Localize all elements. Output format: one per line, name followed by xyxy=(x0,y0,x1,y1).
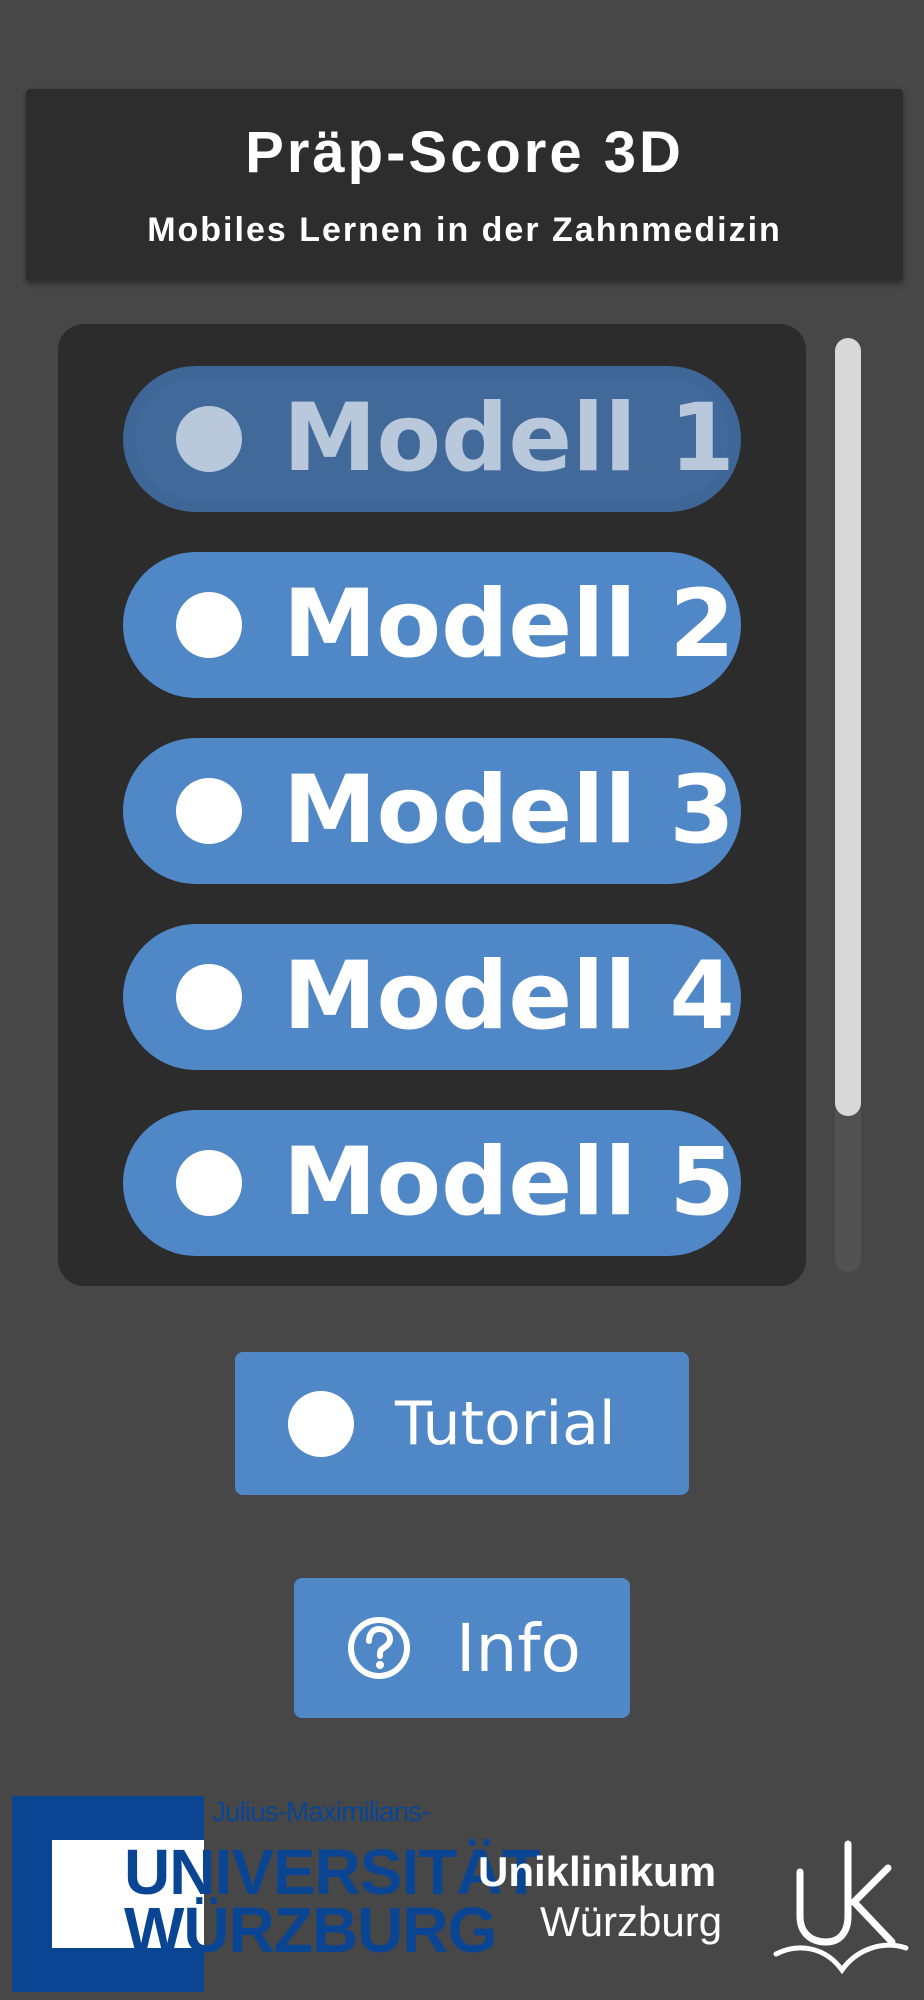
radio-dot-icon xyxy=(176,778,242,844)
info-label: Info xyxy=(456,1610,581,1687)
model-label: Modell 3 xyxy=(283,756,735,865)
model-label: Modell 4 xyxy=(283,942,735,1051)
tutorial-label: Tutorial xyxy=(395,1389,616,1459)
university-logo-line2: WÜRZBURG xyxy=(124,1894,497,1966)
clinic-logo-line1: Uniklinikum xyxy=(478,1848,717,1895)
scrollbar-thumb[interactable] xyxy=(835,338,861,1116)
info-button[interactable]: Info xyxy=(294,1578,630,1718)
app-subtitle: Mobiles Lernen in der Zahnmedizin xyxy=(147,211,782,249)
model-label: Modell 2 xyxy=(283,570,735,679)
radio-dot-icon xyxy=(288,1391,354,1457)
app-title: Präp-Score 3D xyxy=(245,120,684,185)
radio-dot-icon xyxy=(176,1150,242,1216)
model-label: Modell 5 xyxy=(283,1128,735,1237)
footer-logos: Julius-Maximilians- UNIVERSITÄT WÜRZBURG… xyxy=(0,1790,924,2000)
model-list[interactable]: Modell 1 Modell 2 Modell 3 Modell 4 Mode… xyxy=(58,324,806,1286)
app-header: Präp-Score 3D Mobiles Lernen in der Zahn… xyxy=(26,89,903,281)
university-logo: Julius-Maximilians- UNIVERSITÄT WÜRZBURG xyxy=(12,1796,541,1992)
clinic-logo-line2: Würzburg xyxy=(540,1898,723,1945)
model-4-button[interactable]: Modell 4 xyxy=(123,924,741,1070)
model-list-scrollbar[interactable] xyxy=(835,338,861,1272)
radio-dot-icon xyxy=(176,964,242,1030)
model-label: Modell 1 xyxy=(283,384,735,493)
radio-dot-icon xyxy=(176,592,242,658)
model-3-button[interactable]: Modell 3 xyxy=(123,738,741,884)
university-logo-small-text: Julius-Maximilians- xyxy=(212,1796,430,1827)
model-2-button[interactable]: Modell 2 xyxy=(123,552,741,698)
model-1-button[interactable]: Modell 1 xyxy=(123,366,741,512)
radio-dot-icon xyxy=(176,406,242,472)
university-logo-line1: UNIVERSITÄT xyxy=(124,1836,541,1908)
clinic-logo-icon xyxy=(773,1840,909,1975)
model-5-button[interactable]: Modell 5 xyxy=(123,1110,741,1256)
help-circle-icon xyxy=(348,1617,410,1679)
tutorial-button[interactable]: Tutorial xyxy=(235,1352,689,1495)
